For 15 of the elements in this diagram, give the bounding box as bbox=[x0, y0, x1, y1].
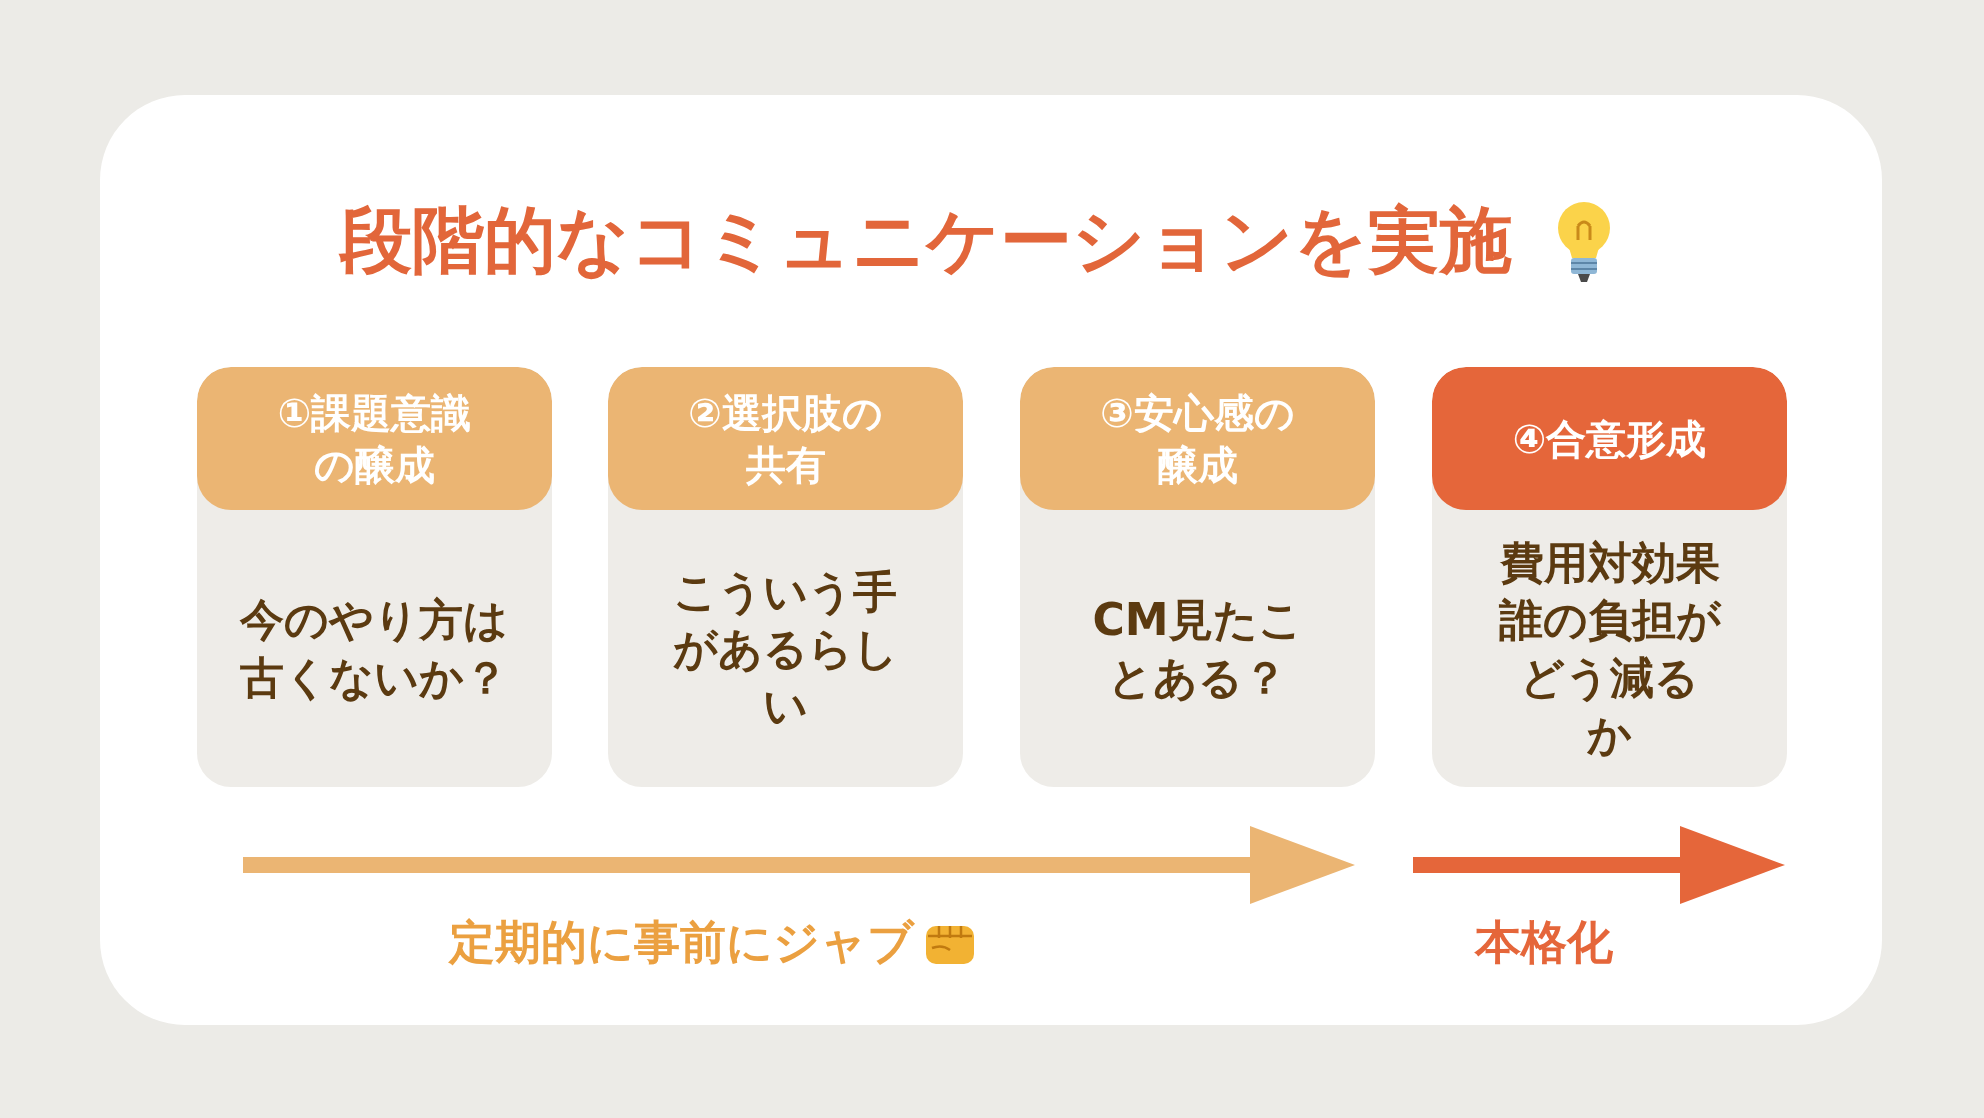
arrow-label: 定期的に事前にジャブ bbox=[449, 914, 914, 971]
step-text: こういう手があるらしい bbox=[672, 564, 899, 734]
step-header: ①課題意識の醸成 bbox=[197, 367, 552, 510]
step-text: 今のやり方は古くないか？ bbox=[240, 593, 509, 705]
arrow-label: 本格化 bbox=[1475, 914, 1613, 971]
step-card bbox=[197, 367, 552, 787]
step-card bbox=[1020, 367, 1375, 787]
step-header: ④合意形成 bbox=[1432, 367, 1787, 510]
step-text: CM見たことある？ bbox=[1091, 593, 1304, 705]
step-card bbox=[608, 367, 963, 787]
title: 段階的なコミュニケーションを実施 bbox=[340, 197, 1512, 284]
step-header: ③安心感の醸成 bbox=[1020, 367, 1375, 510]
step-text: 費用対効果誰の負担がどう減るか bbox=[1498, 536, 1721, 762]
step-header: ②選択肢の共有 bbox=[608, 367, 963, 510]
step-card bbox=[1432, 367, 1787, 787]
